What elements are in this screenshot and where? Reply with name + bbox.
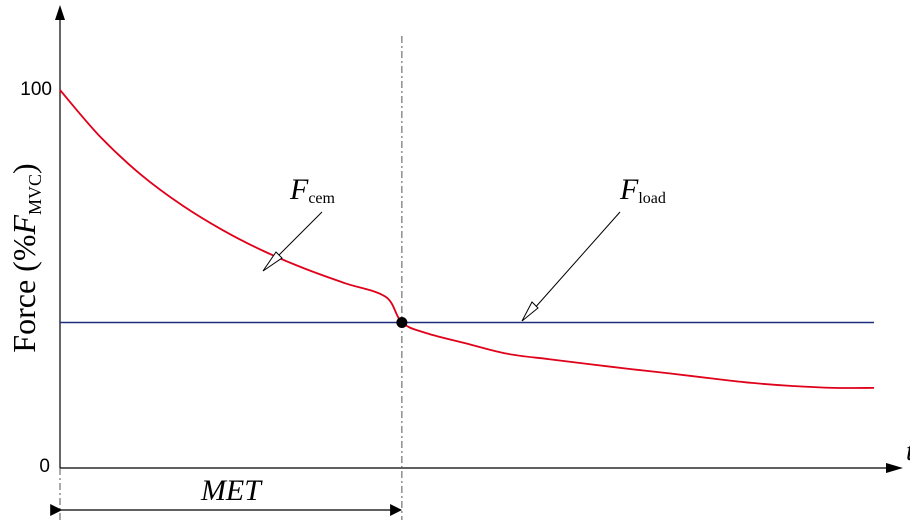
annotation-fload-var: F bbox=[619, 173, 639, 206]
intersection-point bbox=[396, 316, 408, 328]
y-axis-label-close: ) bbox=[6, 163, 42, 174]
annotation-fcem-sub: cem bbox=[308, 190, 335, 207]
annotation-fcem-var: F bbox=[289, 173, 309, 206]
y-axis-label-sub: MVC bbox=[25, 174, 45, 215]
annotation-fcem: Fcem bbox=[289, 173, 336, 207]
met-label: MET bbox=[200, 474, 263, 507]
y-tick-label-0: 0 bbox=[39, 456, 50, 477]
annotation-fload-leader bbox=[532, 211, 621, 311]
annotation-fcem-leader bbox=[272, 211, 323, 262]
y-axis-label-main: Force (% bbox=[6, 235, 42, 353]
annotation-fload-sub: load bbox=[638, 190, 666, 207]
series-line-fcem bbox=[59, 89, 875, 389]
y-axis-arrow-icon bbox=[55, 5, 65, 20]
x-axis-arrow-icon bbox=[886, 463, 903, 473]
annotation-fcem-arrow-icon bbox=[262, 251, 283, 272]
annotation-fload-arrow-icon bbox=[521, 301, 539, 322]
y-axis-label-var: F bbox=[6, 215, 42, 236]
y-axis-label: Force (%FMVC) bbox=[6, 163, 45, 352]
x-axis-label: t bbox=[906, 436, 910, 467]
y-tick-label-100: 100 bbox=[20, 79, 52, 100]
annotation-fload: Fload bbox=[619, 173, 666, 207]
